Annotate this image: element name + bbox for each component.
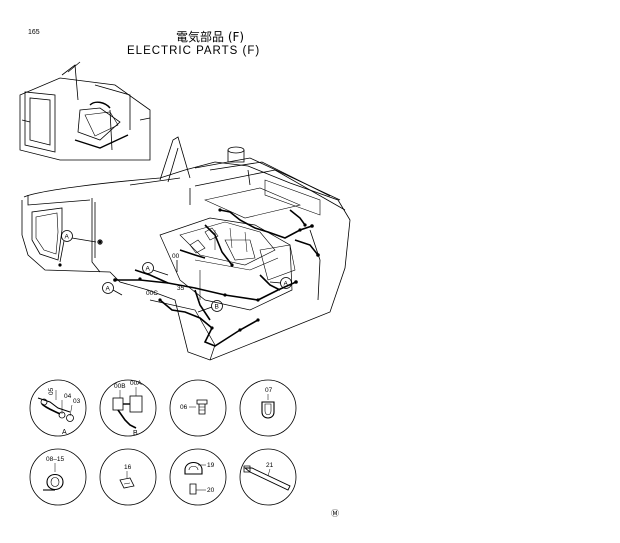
svg-text:35: 35: [177, 285, 185, 292]
svg-text:06: 06: [180, 404, 188, 411]
page-number: 165: [28, 29, 40, 36]
svg-text:03: 03: [73, 398, 81, 405]
detail-5: 08–15: [29, 448, 87, 506]
svg-text:A: A: [284, 281, 289, 288]
machine-body: [21, 136, 351, 361]
callout-35: 35: [177, 285, 185, 292]
svg-text:20: 20: [207, 487, 215, 494]
svg-text:A: A: [146, 266, 151, 273]
svg-text:00C: 00C: [146, 290, 158, 297]
svg-text:B: B: [215, 304, 219, 311]
detail-2: 00B 00A B: [99, 379, 157, 437]
callout-a3: A: [102, 282, 123, 296]
svg-text:19: 19: [207, 462, 215, 469]
svg-text:08–15: 08–15: [46, 456, 64, 463]
svg-text:B: B: [133, 430, 138, 437]
callout-b: B: [197, 300, 223, 313]
svg-text:04: 04: [64, 393, 72, 400]
detail-3: 06: [169, 379, 227, 437]
callout-a4: A: [269, 277, 292, 289]
svg-text:00: 00: [172, 253, 180, 260]
detail-7: 19 20: [169, 448, 227, 506]
title-japanese: 電気部品 (F): [176, 30, 245, 44]
title-english: ELECTRIC PARTS (F): [127, 45, 261, 57]
svg-text:A: A: [65, 234, 70, 241]
detail-8: 21: [239, 448, 297, 506]
svg-text:00B: 00B: [114, 383, 126, 390]
overview-inset: [19, 61, 151, 161]
svg-text:A: A: [62, 429, 67, 436]
svg-text:05: 05: [48, 387, 55, 395]
svg-text:07: 07: [265, 387, 273, 394]
svg-text:A: A: [106, 286, 111, 293]
svg-text:00A: 00A: [130, 380, 142, 387]
callout-00: 00: [172, 253, 180, 272]
callout-a2: A: [142, 262, 169, 276]
detail-6: 16: [99, 448, 157, 506]
detail-1: 05 04 03 A: [29, 379, 87, 437]
footer-mark: Ⓜ: [331, 509, 339, 518]
svg-text:21: 21: [266, 462, 274, 469]
harness-connectors: [58, 208, 320, 332]
svg-text:16: 16: [124, 464, 132, 471]
callout-00c: 00C: [146, 290, 158, 297]
callout-a1: A: [59, 230, 103, 263]
detail-4: 07: [239, 379, 297, 437]
wiring-harness: [115, 209, 319, 347]
